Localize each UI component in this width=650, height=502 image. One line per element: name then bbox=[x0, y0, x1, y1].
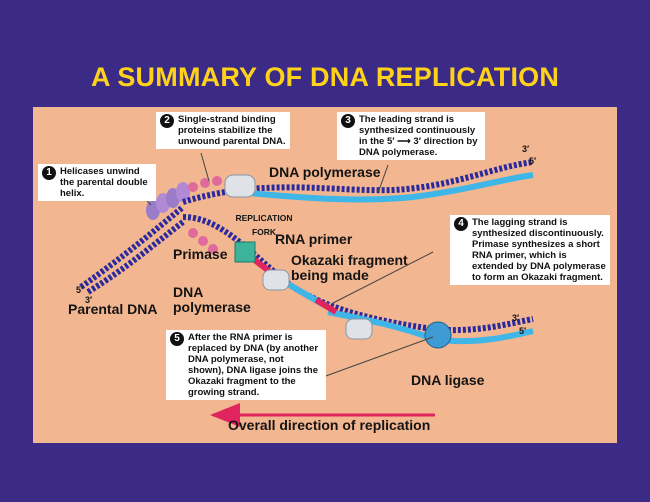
dna-polymerase-lagging bbox=[262, 269, 290, 291]
end-bottom-right-3: 3′ bbox=[512, 313, 520, 323]
page-title: A SUMMARY OF DNA REPLICATION bbox=[90, 62, 560, 92]
primase-label: Primase bbox=[173, 246, 228, 262]
replication-fork-label: REPLICATION FORK bbox=[235, 213, 293, 237]
dna-ligase-label: DNA ligase bbox=[411, 372, 485, 388]
step-1-text: Helicases unwind the parental double hel… bbox=[60, 166, 148, 199]
end-top-right-3: 3′ bbox=[522, 144, 530, 154]
step-5-text: After the RNA primer is replaced by DNA … bbox=[188, 332, 319, 398]
step-4-text: The lagging strand is synthesized discon… bbox=[472, 217, 606, 283]
step-2-number: 2 bbox=[160, 114, 174, 128]
step-3-number: 3 bbox=[341, 114, 355, 128]
step-5-note: 5 After the RNA primer is replaced by DN… bbox=[166, 330, 326, 400]
step-3-note: 3 The leading strand is synthesized cont… bbox=[337, 112, 485, 160]
dna-polymerase-left-label: DNA polymerase bbox=[173, 284, 251, 315]
helicase bbox=[146, 182, 190, 220]
step-3-text: The leading strand is synthesized contin… bbox=[359, 114, 478, 158]
end-top-right-5: 5′ bbox=[529, 156, 537, 166]
end-left-3: 3′ bbox=[85, 295, 93, 305]
rna-primer-label: RNA primer bbox=[275, 231, 353, 247]
single-strand-binding-proteins bbox=[188, 176, 222, 254]
parental-dna-label: Parental DNA bbox=[68, 301, 158, 317]
parental-dna-helix bbox=[79, 204, 185, 295]
step-4-number: 4 bbox=[454, 217, 468, 231]
step-5-number: 5 bbox=[170, 332, 184, 346]
leading-strand bbox=[182, 159, 534, 205]
primase-enzyme bbox=[234, 241, 256, 263]
replication-diagram bbox=[79, 152, 534, 427]
step-4-note: 4 The lagging strand is synthesized disc… bbox=[450, 215, 610, 285]
dna-polymerase-leading bbox=[224, 174, 256, 198]
dna-polymerase-top-label: DNA polymerase bbox=[269, 164, 381, 180]
direction-label: Overall direction of replication bbox=[228, 417, 431, 433]
end-bottom-right-5: 5′ bbox=[519, 326, 527, 336]
step-1-number: 1 bbox=[42, 166, 56, 180]
end-left-5: 5′ bbox=[76, 285, 84, 295]
dna-ligase-enzyme bbox=[424, 321, 452, 349]
dna-polymerase-lagging-2 bbox=[345, 318, 373, 340]
okazaki-label: Okazaki fragment being made bbox=[291, 252, 408, 283]
step-2-text: Single-strand binding proteins stabilize… bbox=[178, 114, 286, 147]
diagram-panel: 1 Helicases unwind the parental double h… bbox=[33, 107, 617, 443]
step-1-note: 1 Helicases unwind the parental double h… bbox=[38, 164, 156, 201]
step-2-note: 2 Single-strand binding proteins stabili… bbox=[156, 112, 290, 149]
